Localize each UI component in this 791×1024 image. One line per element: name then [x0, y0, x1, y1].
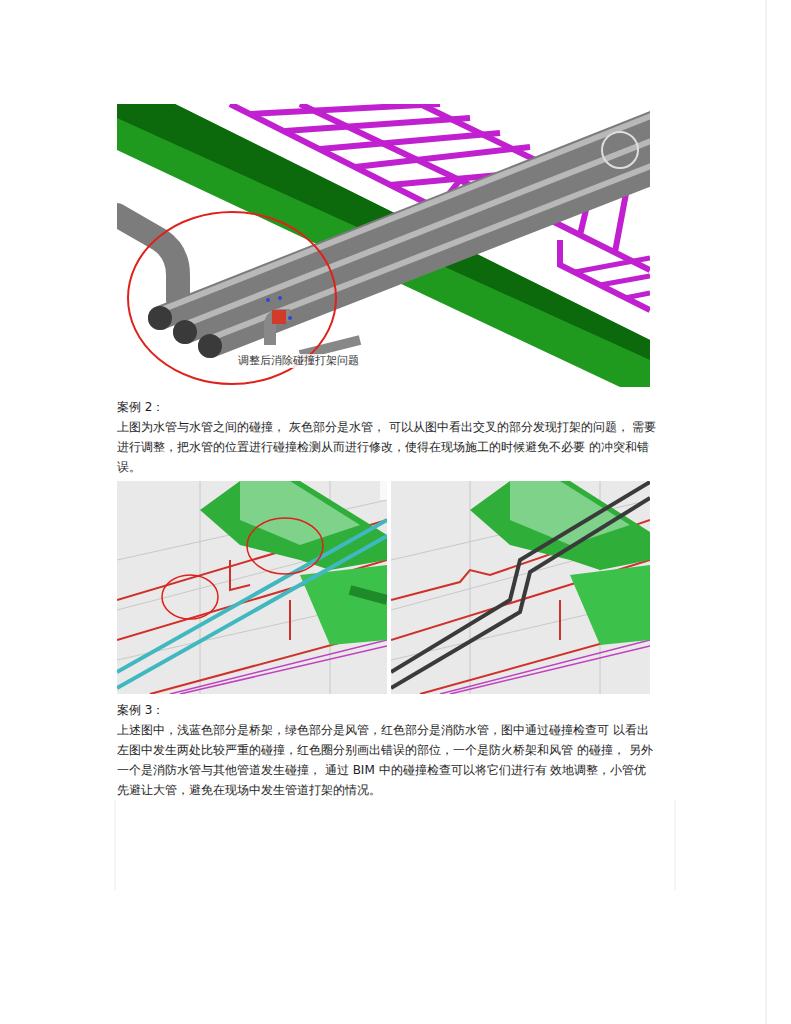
- page-edge: [766, 0, 767, 1024]
- case-heading: 案例 2：: [117, 397, 317, 417]
- frame-line: [675, 800, 676, 890]
- clash-after-render: [391, 481, 650, 694]
- clash-before-render: [117, 481, 387, 694]
- frame-line: [115, 800, 116, 890]
- case-description: 上述图中，浅蓝色部分是桥架，绿色部分是风管，红色部分是消防水管，图中通过碰撞检查…: [117, 720, 657, 800]
- case-description: 上图为水管与水管之间的碰撞， 灰色部分是水管， 可以从图中看出交叉的部分发现打架…: [117, 417, 657, 477]
- image-caption: 调整后消除碰撞打架问题: [236, 354, 361, 368]
- bim-pipe-render: [117, 104, 650, 387]
- case-heading: 案例 3：: [117, 700, 317, 720]
